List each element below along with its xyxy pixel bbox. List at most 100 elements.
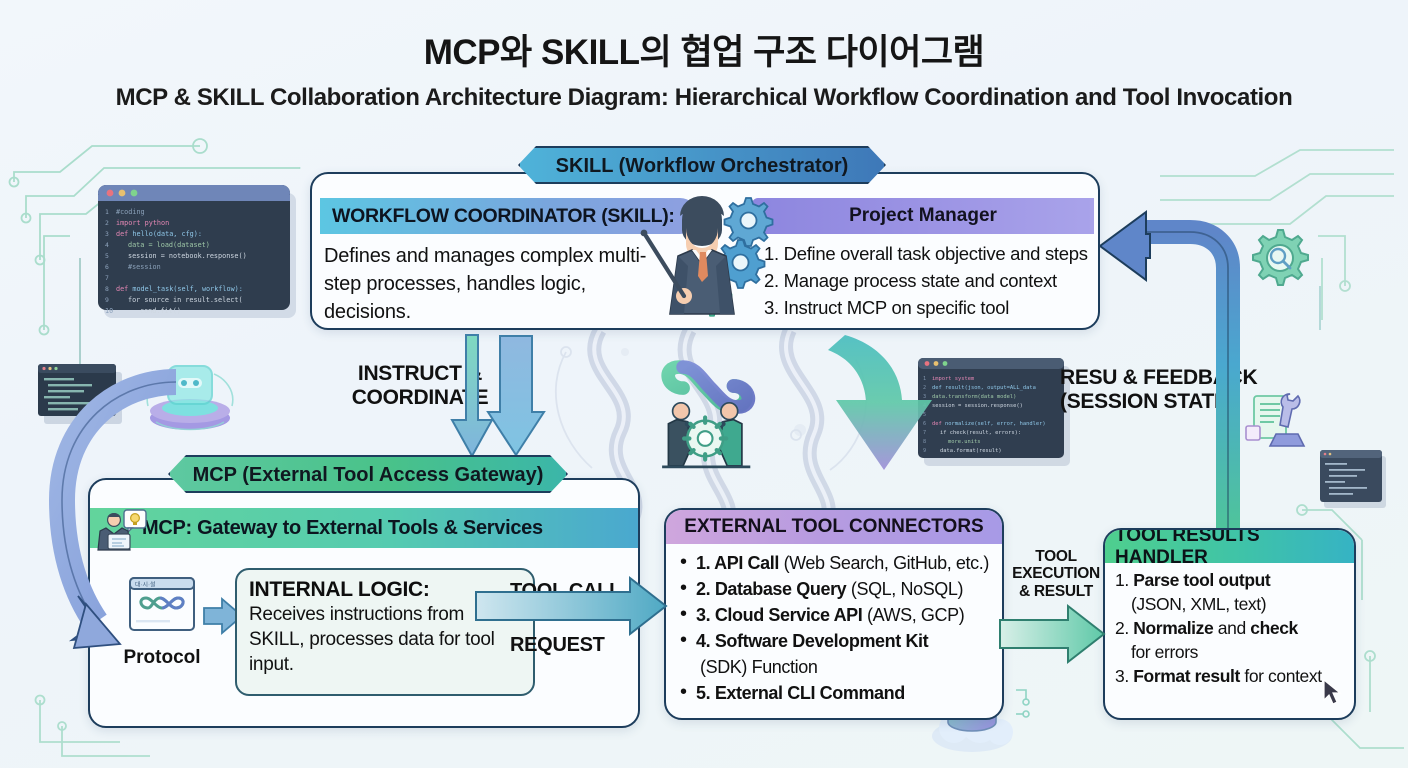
internal-logic-box: INTERNAL LOGIC: Receives instructions fr… xyxy=(235,568,535,696)
tool-results-handler-header: TOOL RESULTS HANDLER xyxy=(1105,530,1354,568)
pm-item: 3. Instruct MCP on specific tool xyxy=(764,297,1010,318)
tool-execution-result-label: TOOL EXECUTION & RESULT xyxy=(1006,548,1106,600)
connector-item: 3. Cloud Service API (AWS, GCP) xyxy=(676,601,996,628)
svg-text:if check(result, errors):: if check(result, errors): xyxy=(940,430,1021,436)
svg-text:cond.fit(): cond.fit() xyxy=(140,307,181,315)
svg-text:10: 10 xyxy=(105,307,113,315)
svg-text:for source in result.select(: for source in result.select( xyxy=(128,296,243,304)
instruct-line2: COORDINATE xyxy=(351,385,489,409)
svg-text:def model_task(self, workflow): def model_task(self, workflow): xyxy=(116,285,243,293)
svg-text:def result(json, output=ALL_da: def result(json, output=ALL_data xyxy=(932,385,1036,391)
svg-text:9: 9 xyxy=(923,448,926,454)
result-item: 1. Parse tool output (JSON, XML, text) xyxy=(1115,568,1354,616)
svg-text:#coding: #coding xyxy=(116,208,145,216)
connector-item: 1. API Call (Web Search, GitHub, etc.) xyxy=(676,549,996,576)
result-line1: RESU & FEEDBACK xyxy=(1060,366,1258,389)
tool-call-label: TOOL CALL xyxy=(510,580,622,602)
svg-text:8: 8 xyxy=(923,439,926,445)
mcp-ribbon-label: MCP (External Tool Access Gateway) xyxy=(168,455,568,493)
texec-line2: EXECUTION xyxy=(1012,565,1100,583)
result-line2: (SESSION STATE) xyxy=(1060,389,1235,413)
svg-text:4: 4 xyxy=(105,241,109,249)
result-item-num: 1. xyxy=(1115,570,1129,590)
external-tool-connectors-header: EXTERNAL TOOL CONNECTORS xyxy=(666,510,1002,544)
svg-text:9: 9 xyxy=(105,296,109,304)
result-item: 2. Normalize and check for errors xyxy=(1115,616,1354,664)
protocol-to-logic-arrow xyxy=(203,597,244,635)
result-item-num: 2. xyxy=(1115,618,1129,638)
tool-execution-arrow xyxy=(999,603,1106,665)
result-item-rest: for context xyxy=(1239,666,1322,686)
svg-text:3: 3 xyxy=(105,230,109,238)
svg-text:5: 5 xyxy=(923,412,926,418)
workflow-coordinator-body: Defines and manages complex multi-step p… xyxy=(324,245,647,323)
svg-text:7: 7 xyxy=(923,430,926,436)
protocol-label: Protocol xyxy=(123,647,201,668)
svg-text:2: 2 xyxy=(105,219,109,227)
code-editor-window-icon xyxy=(38,364,122,424)
code-editor-window-icon xyxy=(1320,450,1386,508)
connector-item-bold: 1. API Call xyxy=(696,553,779,573)
result-item-bold: Normalize xyxy=(1133,618,1214,638)
hologram-device-icon xyxy=(146,365,234,431)
internal-logic-title: INTERNAL LOGIC: xyxy=(249,578,430,601)
pm-item: 1. Define overall task objective and ste… xyxy=(764,243,1088,264)
svg-text:3: 3 xyxy=(923,394,926,400)
svg-text:1: 1 xyxy=(105,208,109,216)
connector-item-rest: (Web Search, GitHub, etc.) xyxy=(778,553,990,573)
svg-text:def hello(data, cfg):: def hello(data, cfg): xyxy=(116,230,202,238)
svg-text:4: 4 xyxy=(923,403,926,409)
page-subtitle: MCP & SKILL Collaboration Architecture D… xyxy=(115,84,1293,111)
circuit-traces-topleft xyxy=(8,138,301,336)
connector-item-bold: 2. Database Query xyxy=(696,579,847,599)
connector-item-bold: 5. External CLI Command xyxy=(696,683,905,703)
connector-item: 4. Software Development Kit (SDK) Functi… xyxy=(676,627,996,680)
svg-text:session = notebook.response(): session = notebook.response() xyxy=(128,252,247,260)
svg-text:대·시·설: 대·시·설 xyxy=(135,581,156,589)
connector-item-bold: 3. Cloud Service API xyxy=(696,605,863,625)
external-tool-connectors-panel: EXTERNAL TOOL CONNECTORS 1. API Call (We… xyxy=(664,508,1004,720)
svg-text:2: 2 xyxy=(923,385,926,391)
result-item-sub: (JSON, XML, text) xyxy=(1131,594,1267,614)
svg-text:import system: import system xyxy=(932,376,974,382)
svg-text:7: 7 xyxy=(105,274,109,282)
svg-text:session = session.response(): session = session.response() xyxy=(932,403,1023,409)
external-tool-connectors-list: 1. API Call (Web Search, GitHub, etc.) 2… xyxy=(676,549,996,706)
svg-text:6: 6 xyxy=(105,263,109,271)
page-title: MCP와 SKILL의 협업 구조 다이어그램 xyxy=(423,33,985,72)
mcp-panel: MCP: Gateway to External Tools & Service… xyxy=(88,478,640,728)
svg-text:data = load(dataset): data = load(dataset) xyxy=(128,241,210,249)
svg-text:5: 5 xyxy=(105,252,109,260)
svg-text:6: 6 xyxy=(923,421,926,427)
result-item-bold: Format result xyxy=(1133,666,1240,686)
connector-item-rest: (SQL, NoSQL) xyxy=(846,579,964,599)
mcp-header: MCP: Gateway to External Tools & Service… xyxy=(90,508,638,548)
internal-logic-body: Receives instructions from SKILL, proces… xyxy=(249,604,495,675)
protocol-block: 대·시·설 Protocol xyxy=(108,576,216,669)
svg-text:def normalize(self, error, han: def normalize(self, error, handler) xyxy=(932,421,1046,427)
project-manager-header: Project Manager xyxy=(752,198,1094,234)
connector-item-bold: 4. Software Development Kit xyxy=(696,631,929,651)
svg-text:8: 8 xyxy=(105,285,109,293)
skill-panel: WORKFLOW COORDINATOR (SKILL): Defines an… xyxy=(310,172,1100,330)
instruct-line1: INSTRUCT & xyxy=(357,362,483,385)
request-label: REQUEST xyxy=(510,634,605,656)
circuit-traces-topright xyxy=(1160,149,1394,320)
connector-item: 5. External CLI Command xyxy=(676,679,996,706)
tool-results-handler-list: 1. Parse tool output (JSON, XML, text) 2… xyxy=(1115,568,1354,688)
result-item: 3. Format result for context xyxy=(1115,664,1354,688)
code-editor-window-icon: 123 456 789 import system def result(jso… xyxy=(918,358,1070,466)
result-item-bold: Parse tool output xyxy=(1133,570,1271,590)
svg-text:data.format(result): data.format(result) xyxy=(940,448,1002,454)
tool-results-handler-panel: TOOL RESULTS HANDLER 1. Parse tool outpu… xyxy=(1103,528,1356,720)
result-item-sub: for errors xyxy=(1131,642,1198,662)
pm-item: 2. Manage process state and context xyxy=(764,270,1057,291)
texec-line1: TOOL xyxy=(1035,548,1077,565)
protocol-infinity-window-icon: 대·시·설 xyxy=(129,577,195,631)
result-item-num: 3. xyxy=(1115,666,1129,686)
svg-text:import python: import python xyxy=(116,219,169,227)
connector-item-rest: (SDK) Function xyxy=(700,657,818,677)
svg-text:#session: #session xyxy=(128,263,161,271)
gear-search-icon xyxy=(1252,229,1309,286)
